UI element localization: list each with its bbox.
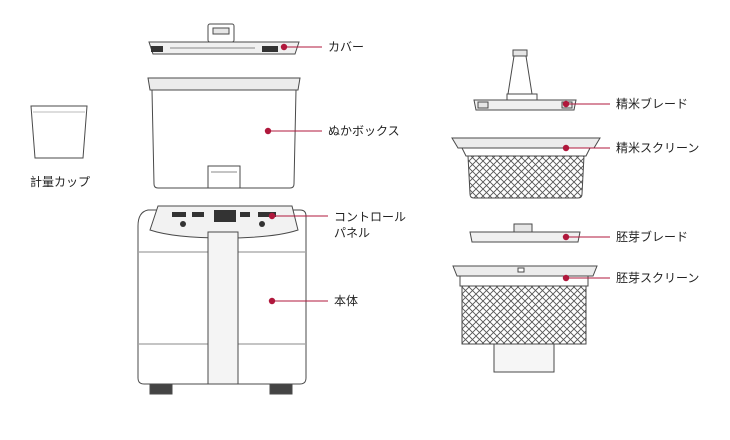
polishing-blade-part [473, 49, 577, 111]
label-polishing-screen: 精米スクリーン [616, 141, 700, 155]
germ-blade-part [469, 223, 581, 243]
leader-lines [264, 43, 610, 305]
label-bran-box: ぬかボックス [328, 124, 400, 138]
leader-dot-bran-box [264, 127, 272, 135]
germ-screen-part [452, 265, 598, 373]
leader-dot-cover [280, 43, 288, 51]
leader-dot-germ-blade [562, 233, 570, 241]
label-germ-blade: 胚芽ブレード [616, 230, 689, 244]
label-cover: カバー [328, 40, 365, 54]
polishing-screen-part [451, 137, 601, 199]
cover-part [148, 23, 300, 55]
leader-dot-polishing-blade [562, 100, 570, 108]
label-measuring-cup: 計量カップ [30, 175, 91, 189]
label-polishing-blade: 精米ブレード [616, 97, 689, 111]
leader-dot-germ-screen [562, 274, 570, 282]
leader-dot-polishing-screen [562, 144, 570, 152]
bran-box-part [147, 77, 301, 189]
measuring-cup-part [30, 105, 88, 159]
leader-dot-control-panel [268, 212, 276, 220]
leader-dot-main-body [268, 297, 276, 305]
label-control-panel-line1: コントロール [334, 210, 407, 224]
label-germ-screen: 胚芽スクリーン [616, 271, 700, 285]
label-control-panel-line2: パネル [334, 226, 371, 240]
label-main-body: 本体 [334, 294, 359, 308]
main-body-part [137, 205, 307, 395]
